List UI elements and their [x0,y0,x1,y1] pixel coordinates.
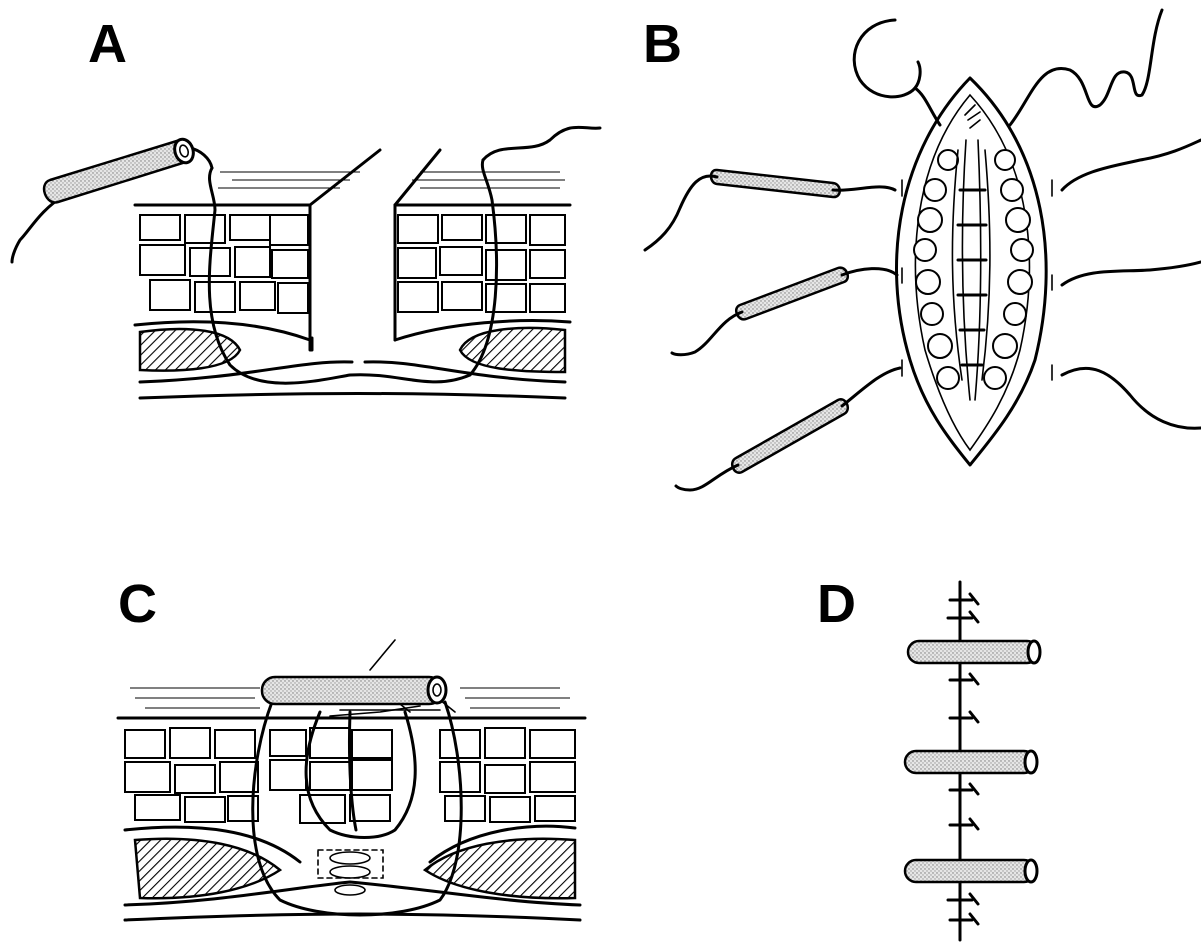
panel-b: B [643,10,1201,490]
panel-a: A [12,14,600,398]
panel-a-label: A [88,14,127,74]
panel-a-bolster [44,137,196,203]
panel-b-fat-lobules [914,150,1033,389]
panel-c: C [118,574,585,920]
panel-a-muscle-layer [135,321,570,398]
panel-c-bolster [262,677,446,704]
panel-b-left-bolsters [645,170,900,490]
panel-d: D [817,574,1040,940]
panel-b-label: B [643,14,682,74]
panel-a-fat-layer [140,215,565,313]
panel-d-label: D [817,574,856,634]
panel-c-muscle-layer [125,826,580,920]
panel-b-needle [854,20,920,97]
panel-b-wound [897,78,1047,465]
panel-c-label: C [118,574,157,634]
